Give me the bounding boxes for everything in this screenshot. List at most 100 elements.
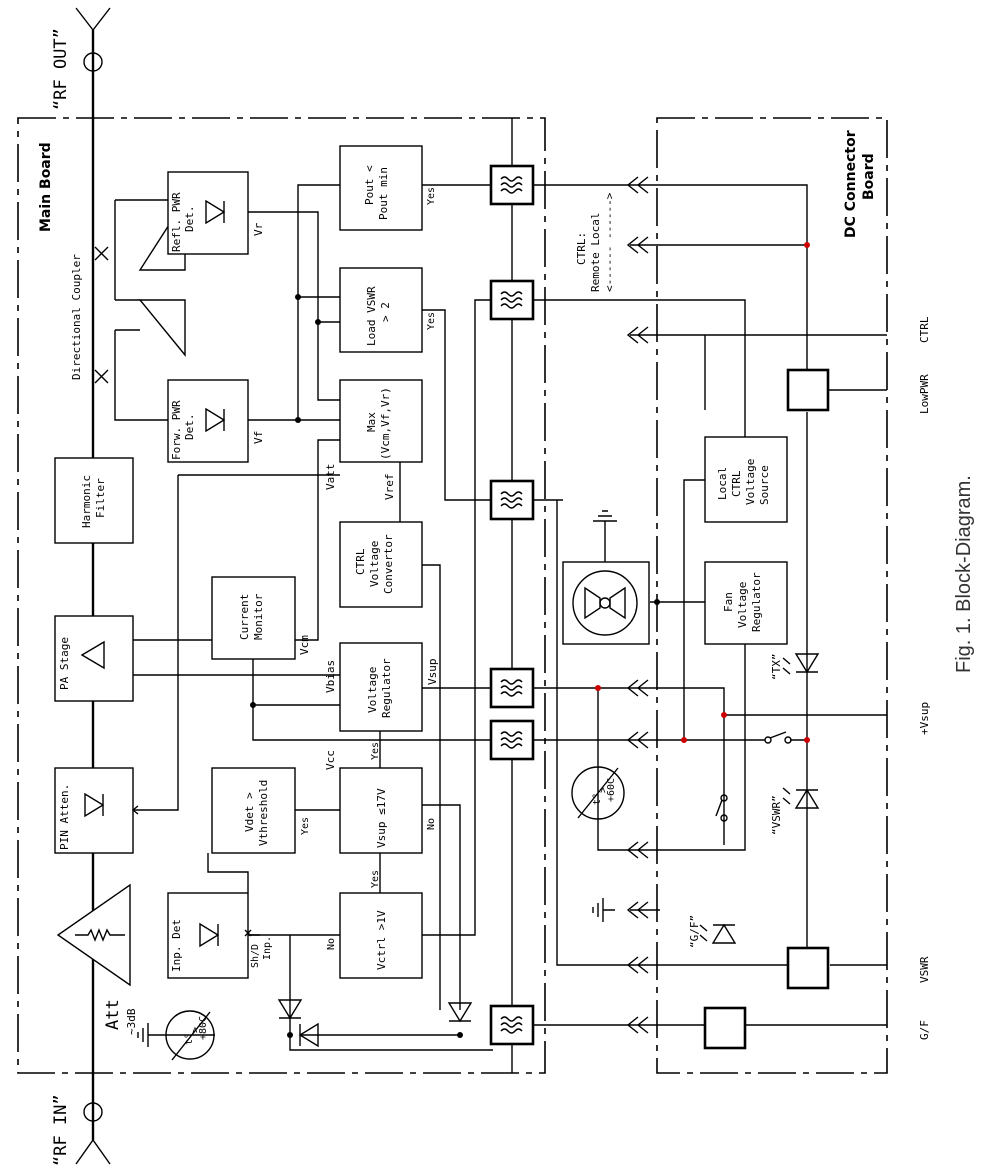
signal-vr: Vr — [252, 222, 265, 236]
dc-wiring — [533, 184, 887, 1026]
voltage-regulator-block — [339, 642, 423, 732]
dc-thermo-val: +60C — [606, 778, 617, 802]
gf-connector-box — [703, 1006, 747, 1050]
fan-reg-label-3: Regulator — [750, 572, 763, 632]
vctrl-label: Vctrl >1V — [375, 910, 388, 970]
dc-thermo-gt: > — [598, 787, 609, 793]
pout-label-2: Pout min — [377, 167, 390, 220]
att-label: Att — [103, 999, 123, 1030]
vsup-switch-icon — [764, 731, 792, 744]
current-monitor-label-1: Current — [238, 594, 251, 640]
vswr-switch-icon — [715, 794, 728, 822]
yes-pout: Yes — [426, 187, 437, 205]
signal-vcm: Vcm — [298, 635, 311, 655]
yes-regulator: Yes — [370, 742, 381, 760]
signal-vf: Vf — [252, 431, 265, 444]
directional-coupler-label: Directional Coupler — [70, 254, 83, 380]
dc-ground-icon — [592, 897, 616, 923]
vswr-led-icon — [782, 787, 819, 809]
voltage-regulator-label-2: Regulator — [380, 658, 393, 718]
rf-in-label: “RF IN” — [51, 1094, 71, 1166]
dc-board-title-1: DC Connector — [843, 130, 859, 238]
harmonic-filter-label-1: Harmonic — [80, 475, 93, 528]
tx-led-icon — [782, 653, 819, 675]
attenuator — [56, 883, 131, 987]
gf-led-icon — [699, 924, 736, 944]
vswr-connector-box — [786, 946, 830, 990]
ctrl-note-2: Remote Local — [589, 213, 602, 292]
rf-main-line — [75, 7, 111, 1165]
harmonic-filter-label-2: Filter — [94, 478, 107, 518]
vswr-led-label: “VSWR” — [770, 795, 783, 835]
pout-label-1: Pout < — [363, 165, 376, 205]
load-vswr-label-2: > 2 — [379, 302, 392, 322]
dc-board-outline — [656, 117, 888, 1074]
local-ctrl-label-3: Voltage — [744, 459, 757, 505]
fan-reg-label-1: Fan — [722, 592, 735, 612]
vdet-label-1: Vdet > — [243, 792, 256, 832]
pin-vsup: +Vsup — [918, 702, 931, 735]
main-thermal-switch — [165, 1010, 215, 1061]
max-selector-block — [339, 379, 423, 463]
local-ctrl-label-2: CTRL — [730, 470, 743, 497]
fan-voltage-regulator-block — [704, 561, 788, 645]
fan-reg-label-2: Voltage — [736, 582, 749, 628]
main-ground-icon — [137, 1022, 161, 1048]
no-vsup: No — [426, 818, 437, 830]
pa-stage-label: PA Stage — [58, 637, 71, 690]
reflected-power-detector — [167, 171, 249, 255]
ctrl-note-3: <------ ------> — [603, 192, 616, 292]
fan-ground-icon — [592, 510, 618, 534]
pin-gf: G/F — [918, 1020, 931, 1040]
dc-thermo-t: t° — [592, 793, 603, 805]
forw-det-label-1: Forw. PWR — [170, 400, 183, 460]
load-vswr-block — [339, 267, 423, 353]
ctrl-conv-label-2: Voltage — [368, 541, 381, 587]
pin-lowpwr: LowPWR — [918, 374, 931, 414]
figure-caption: Fig. 1. Block-Diagram. — [953, 475, 975, 673]
main-board-wiring — [131, 184, 493, 1051]
input-detector-block — [167, 892, 249, 979]
main-thermo-gt: > — [190, 1027, 201, 1033]
tx-led-label: “TX” — [770, 654, 783, 681]
shd-label-1: Sh/D — [250, 944, 261, 968]
main-board-title: Main Board — [38, 142, 54, 232]
main-thermo-t: t° — [184, 1033, 195, 1045]
vsup-comparator-block — [339, 767, 423, 854]
refl-det-label-1: Refl. PWR — [170, 192, 183, 252]
max-label-1: Max — [365, 412, 378, 432]
signal-vref: Vref — [383, 474, 396, 501]
pin-ctrl: CTRL — [918, 316, 931, 343]
harmonic-filter-block — [54, 457, 134, 544]
main-thermo-val: +80C — [198, 1016, 209, 1040]
local-ctrl-label-4: Source — [758, 465, 771, 505]
forward-power-detector — [167, 379, 249, 463]
signal-vcc: Vcc — [324, 750, 337, 770]
ctrl-note-1: CTRL: — [575, 232, 588, 265]
load-vswr-label-1: Load VSWR — [365, 286, 378, 346]
no-vctrl: No — [326, 938, 337, 950]
vctrl-comparator-block — [339, 892, 423, 979]
yes-vdet: Yes — [300, 817, 311, 835]
signal-vsup: Vsup — [426, 659, 439, 686]
ctrl-conv-label-1: CTRL — [354, 548, 367, 575]
max-label-2: (Vcm,Vf,Vr) — [379, 387, 392, 460]
dc-junction-dots — [595, 242, 810, 743]
dc-thermal-switch — [571, 766, 625, 820]
ctrl-connector-box — [786, 368, 830, 412]
inp-det-label: Inp. Det — [170, 919, 183, 972]
voltage-regulator-label-1: Voltage — [366, 667, 379, 713]
att-value: ~3dB — [125, 1008, 138, 1035]
ctrl-voltage-convertor-block — [339, 521, 423, 608]
pa-stage-block — [54, 615, 134, 702]
pin-vswr: VSWR — [918, 956, 931, 983]
rf-out-label: “RF OUT” — [51, 28, 71, 110]
current-monitor-block — [211, 576, 296, 660]
yes-load: Yes — [426, 312, 437, 330]
local-ctrl-label-1: Local — [716, 467, 729, 500]
main-board-outline — [17, 117, 546, 1074]
dc-board-title-2: Board — [861, 153, 877, 200]
pin-atten-label: PIN Atten. — [58, 784, 71, 850]
signal-vbias: Vbias — [324, 660, 337, 693]
